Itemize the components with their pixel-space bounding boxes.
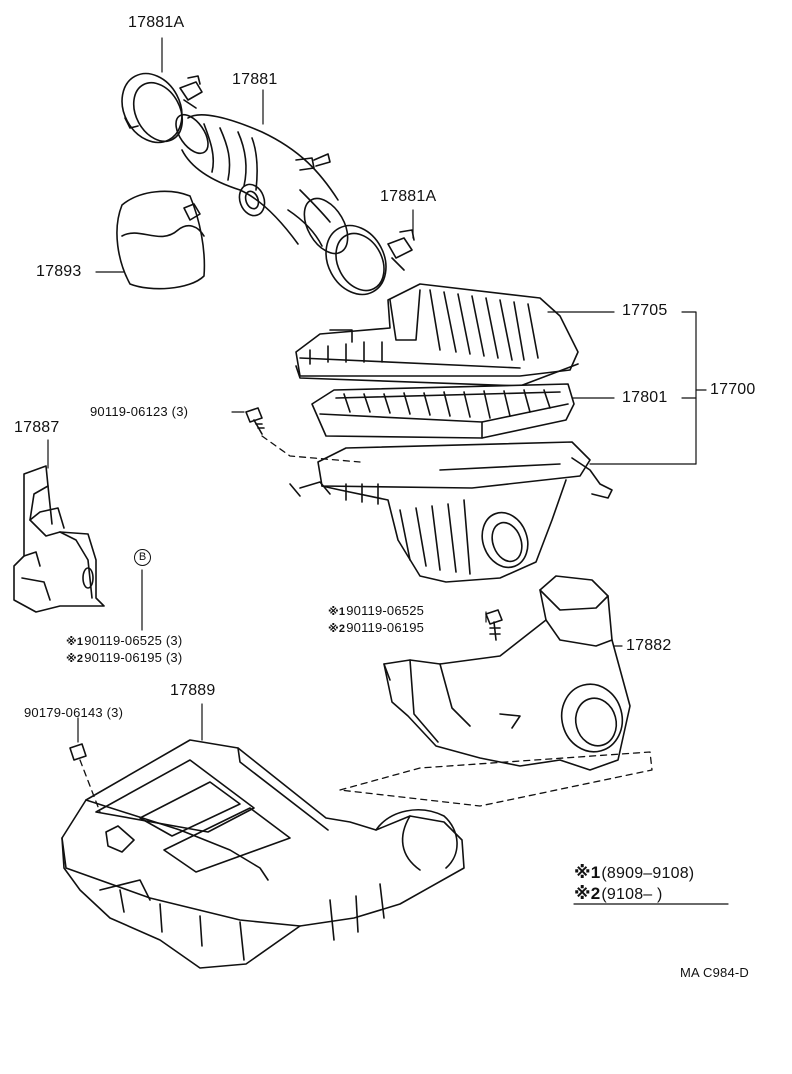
callout-17881: 17881 <box>232 71 278 88</box>
callout-17700: 17700 <box>710 381 756 398</box>
bolt-90119-06525 <box>485 609 503 641</box>
legend-mark-1: ※1 <box>574 863 601 882</box>
mark-2-mid: ※2 <box>328 623 346 635</box>
fastener-mid-line-1: ※190119-06525 <box>328 604 424 618</box>
air-filter-element <box>311 383 575 439</box>
reference-circle-b: B <box>134 549 151 566</box>
legend-text-2: (9108– ) <box>601 886 663 903</box>
callout-17893: 17893 <box>36 263 82 280</box>
bolt-90119-06123 <box>245 407 265 435</box>
legend-key-1: ※1(8909–9108) <box>574 864 694 882</box>
bracket-17887 <box>13 465 105 613</box>
callout-17889: 17889 <box>170 682 216 699</box>
callout-17705: 17705 <box>622 302 668 319</box>
air-cleaner-cap <box>295 283 579 387</box>
callout-17881A-middle: 17881A <box>380 188 437 205</box>
callout-17881A-top: 17881A <box>128 14 185 31</box>
fastener-90179-06143: 90179-06143 (3) <box>24 705 124 720</box>
leader-lines <box>47 37 729 905</box>
mark-2: ※2 <box>66 653 84 665</box>
fastener-mid-line-2: ※290119-06195 <box>328 621 424 635</box>
fastener-b-line-2-text: 90119-06195 (3) <box>84 650 183 665</box>
figure-code: MA C984-D <box>680 965 749 980</box>
dashed-leader-duct <box>339 751 653 807</box>
fastener-b-line-1-text: 90119-06525 (3) <box>84 633 183 648</box>
hose-clamp-top <box>121 72 203 144</box>
fastener-b-line-2: ※290119-06195 (3) <box>66 651 182 665</box>
legend-mark-2: ※2 <box>574 884 601 903</box>
callout-17801: 17801 <box>622 389 668 406</box>
dashed-leader-nut <box>79 759 101 813</box>
fastener-mid-line-1-text: 90119-06525 <box>346 603 425 618</box>
mark-1-mid: ※1 <box>328 606 346 618</box>
callout-17882: 17882 <box>626 637 672 654</box>
air-cleaner-lower-case <box>61 739 465 969</box>
fastener-mid-line-2-text: 90119-06195 <box>346 620 425 635</box>
air-cleaner-case <box>289 441 613 583</box>
resonator <box>116 190 206 290</box>
hose-clamp-middle <box>325 224 415 296</box>
nut-90179-06143 <box>69 743 87 761</box>
fastener-b-line-1: ※190119-06525 (3) <box>66 634 182 648</box>
mark-1: ※1 <box>66 636 84 648</box>
legend-key-2: ※2(9108– ) <box>574 885 663 903</box>
air-cleaner-hose <box>175 113 349 255</box>
intake-duct-17882 <box>383 575 631 771</box>
legend-text-1: (8909–9108) <box>601 865 695 882</box>
fastener-90119-06123: 90119-06123 (3) <box>90 404 189 419</box>
dashed-leader-bolt <box>261 435 361 463</box>
callout-17887: 17887 <box>14 419 60 436</box>
